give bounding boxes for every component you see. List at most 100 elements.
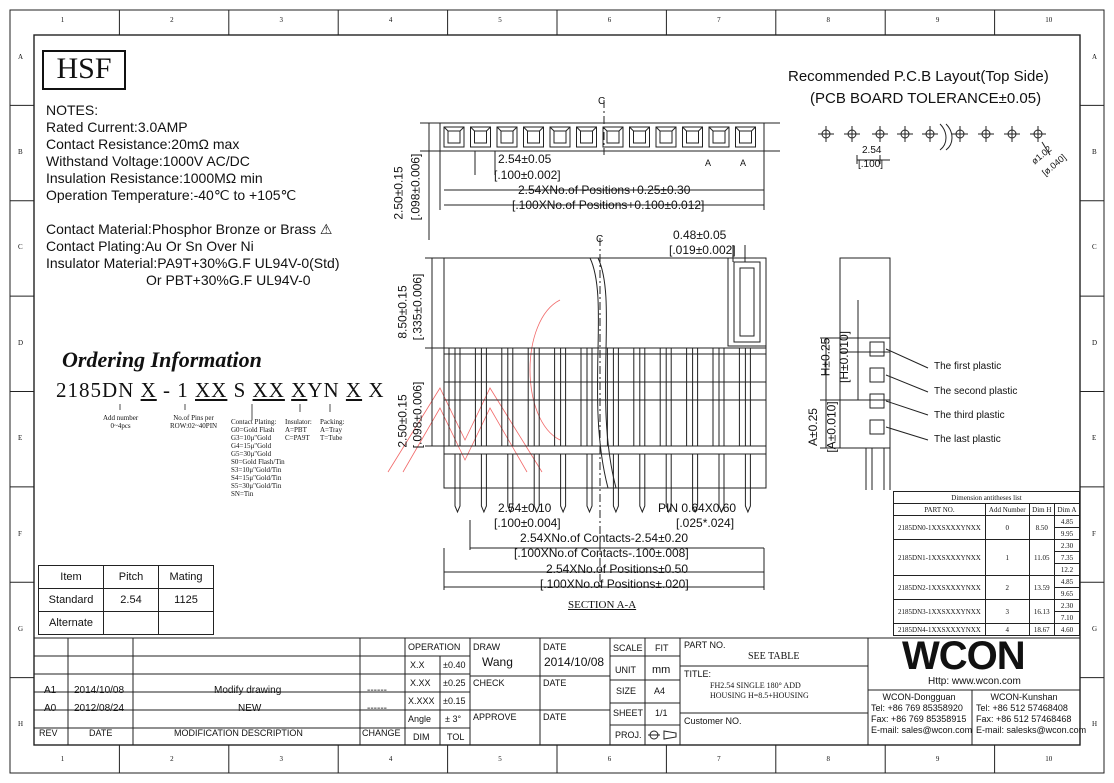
- dim-pin-pitch: 2.54±0.10: [498, 501, 552, 515]
- border-row-label: H: [1092, 720, 1098, 729]
- border-col-label: 4: [388, 16, 393, 24]
- rev-change: ------: [367, 703, 387, 714]
- title-line: FH2.54 SINGLE 180° ADD: [710, 681, 801, 690]
- pcb-hole: [818, 126, 834, 142]
- dimension-list-table: Dimension antitheses list PART NO. Add N…: [893, 491, 1081, 636]
- scale-label: SCALE: [613, 643, 643, 653]
- dim-positions: 2.54XNo.of Positions±0.50: [546, 562, 689, 576]
- spec-cell: 1125: [158, 588, 214, 612]
- rev-desc: Modify drawing: [214, 685, 282, 696]
- border-col-label: 6: [607, 755, 612, 763]
- contact-pin: [580, 348, 593, 514]
- dim-list-h: 13.59: [1028, 575, 1055, 600]
- projection-symbol-icon: [648, 730, 677, 740]
- dim-list-a: 4.85: [1053, 515, 1081, 528]
- note-line: Withstand Voltage:1000V AC/DC: [46, 153, 250, 169]
- border-col-label: 7: [717, 755, 721, 763]
- code-part: -: [163, 378, 172, 402]
- tol-key: X.X: [410, 660, 425, 670]
- tol-val: ±0.40: [443, 660, 466, 670]
- code-part: X: [140, 378, 157, 402]
- top-slot: [629, 126, 650, 148]
- rev-header: DATE: [89, 728, 113, 738]
- title-label: TITLE:: [684, 669, 712, 679]
- pcb-hole: [897, 126, 913, 142]
- dim-a-mark: A: [740, 158, 747, 168]
- dim-pin-pitch-in: [.100±0.004]: [494, 516, 561, 530]
- draw-label: DRAW: [473, 642, 501, 652]
- dim-label: DIM: [413, 732, 430, 742]
- pcb-hole: [844, 126, 860, 142]
- customer-label: Customer NO.: [684, 716, 742, 726]
- note-line: Contact Resistance:20mΩ max: [46, 136, 240, 152]
- dim-top-len: 2.54XNo.of Positions+0.25±0.30: [518, 183, 691, 197]
- tol-label: TOL: [447, 732, 465, 742]
- border-row-label: B: [1092, 148, 1097, 157]
- top-slot: [470, 126, 491, 148]
- draw-date: 2014/10/08: [544, 655, 605, 669]
- sheet-label: SHEET: [613, 708, 644, 718]
- size-label: SIZE: [616, 686, 637, 696]
- approve-label: APPROVE: [473, 712, 517, 722]
- dim-list-header: Dim H: [1028, 503, 1055, 516]
- dim-list-part: 2185DN0-1XXSXXXYNXX: [893, 515, 986, 540]
- tol-key: X.XXX: [408, 696, 435, 706]
- code-part: XX: [252, 378, 285, 402]
- contact-pin: [527, 348, 540, 514]
- kunshan-contact: WCON-Kunshan Tel: +86 512 57468408 Fax: …: [976, 692, 1087, 735]
- top-slot: [708, 126, 730, 148]
- hsf-logo: HSF: [42, 50, 126, 90]
- border-row-label: C: [18, 243, 23, 252]
- part-no-label: PART NO.: [684, 640, 726, 650]
- dim-a-label: A±0.25: [805, 408, 820, 446]
- dongguan-contact: WCON-Dongguan Tel: +86 769 85358920 Fax:…: [871, 692, 973, 735]
- web-url: Http: www.wcon.com: [928, 676, 1021, 687]
- border-row-label: G: [1092, 624, 1098, 633]
- code-part: X: [368, 378, 385, 402]
- plastic-label: The second plastic: [934, 386, 1018, 397]
- rev-desc: NEW: [238, 703, 262, 714]
- contact-pin: [606, 348, 619, 514]
- spec-header: Item: [38, 565, 104, 589]
- material-line: Or PBT+30%G.F UL94V-0: [146, 272, 311, 288]
- border-row-label: F: [18, 529, 22, 538]
- dim-slot-in: [.019±0.002]: [669, 243, 736, 257]
- plastic-label: The last plastic: [934, 434, 1001, 445]
- contact-pin: [738, 348, 751, 514]
- dim-list-add: 0: [984, 515, 1030, 540]
- pcb-hole: [872, 126, 888, 142]
- border-col-label: 2: [170, 755, 174, 763]
- material-block: Contact Material:Phosphor Bronze or Bras…: [46, 221, 339, 289]
- pcb-hole: [952, 126, 968, 142]
- dim-list-h: 8.50: [1028, 515, 1055, 540]
- code-part: X: [291, 378, 308, 402]
- tol-key: Angle: [408, 714, 432, 724]
- spec-header: Mating: [158, 565, 214, 589]
- dim-top-height: 2.50±0.15: [391, 166, 406, 220]
- contact-pin: [448, 348, 461, 514]
- contact-pin: [633, 348, 646, 514]
- contact-pin: [474, 348, 487, 514]
- dim-center-mark: C: [598, 96, 606, 107]
- border-row-label: A: [18, 52, 24, 61]
- dim-list-add: 3: [984, 599, 1030, 624]
- top-slot: [496, 126, 518, 148]
- dim-list-header: Dim A: [1053, 503, 1081, 516]
- contact-pin: [501, 348, 514, 514]
- dim-h-label-in: [H±0.010]: [836, 331, 851, 383]
- dim-pin-size: PIN 0.64X0.60: [658, 501, 737, 515]
- top-slot: [602, 126, 624, 148]
- note-line: Rated Current:3.0AMP: [46, 119, 188, 135]
- contact-pin: [686, 348, 699, 514]
- rev-date: 2012/08/24: [74, 703, 125, 714]
- border-row-label: A: [1092, 52, 1098, 61]
- ordering-title: Ordering Information: [62, 347, 262, 372]
- note-line: Operation Temperature:-40℃ to +105℃: [46, 187, 297, 203]
- rev-header: CHANGE: [362, 728, 401, 738]
- material-line: Contact Plating:Au Or Sn Over Ni: [46, 238, 254, 254]
- rev-code: A0: [44, 703, 57, 714]
- dim-pin-size-in: [.025*.024]: [676, 516, 735, 530]
- side-view: [820, 257, 929, 490]
